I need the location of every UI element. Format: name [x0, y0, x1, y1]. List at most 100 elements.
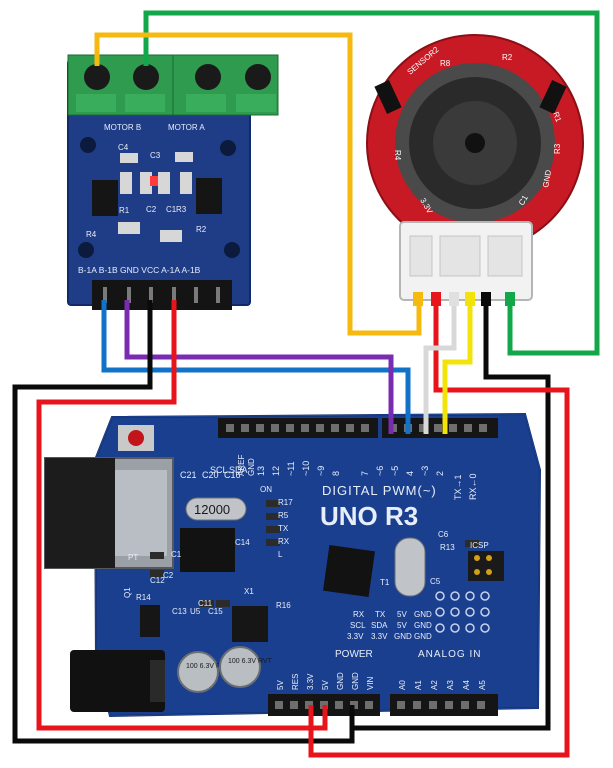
driver-header — [92, 280, 232, 310]
hall-sensor — [374, 80, 402, 114]
svg-text:C16: C16 — [224, 470, 241, 480]
svg-text:VIN: VIN — [366, 676, 375, 690]
icsp-header — [468, 551, 504, 581]
svg-text:~9: ~9 — [316, 466, 326, 476]
usb-chip — [180, 528, 235, 572]
svg-text:R1: R1 — [119, 206, 130, 215]
svg-text:100 6.3V RVT: 100 6.3V RVT — [228, 658, 273, 665]
svg-text:5V: 5V — [321, 680, 330, 690]
mount-hole — [78, 242, 94, 258]
arduino-uno-board: 12000 100 6.3V RVT 100 6.3V RVT — [44, 412, 542, 718]
analog-pin-labels: A0 A1 A2 A3 A4 A5 — [398, 680, 487, 690]
svg-text:5V: 5V — [276, 680, 285, 690]
driver-chip-2 — [196, 178, 222, 214]
svg-text:SDA: SDA — [229, 465, 248, 475]
smd-parts — [150, 500, 479, 607]
digital-label: DIGITAL PWM(~) — [322, 483, 437, 498]
svg-text:TX→1: TX→1 — [453, 474, 463, 500]
svg-text:5V: 5V — [397, 621, 407, 630]
svg-text:C12: C12 — [150, 576, 165, 585]
terminal-block-a — [172, 54, 279, 116]
svg-text:R2: R2 — [502, 53, 513, 62]
encoder-motor: SENSOR2 R2 R1 C1 3.3V GND R4 R3 R8 — [366, 34, 584, 301]
svg-text:GND: GND — [541, 169, 553, 188]
svg-text:A3: A3 — [446, 680, 455, 690]
io-pads — [435, 591, 490, 633]
svg-text:R3: R3 — [176, 205, 187, 214]
svg-text:C15: C15 — [208, 607, 223, 616]
mount-hole — [80, 137, 96, 153]
wires — [12, 10, 600, 758]
svg-text:ON: ON — [260, 485, 272, 494]
svg-text:C2: C2 — [163, 571, 174, 580]
electrolytic-cap-1: 100 6.3V RVT — [177, 651, 231, 693]
svg-text:RX←0: RX←0 — [468, 473, 478, 500]
wire-black-encoder — [349, 300, 551, 731]
svg-text:C3: C3 — [150, 151, 161, 160]
svg-text:X1: X1 — [244, 587, 254, 596]
svg-text:R16: R16 — [276, 601, 291, 610]
svg-text:Q1: Q1 — [123, 587, 132, 598]
encoder-connector — [399, 221, 533, 301]
svg-text:~10: ~10 — [301, 461, 311, 476]
board-title: UNO R3 — [320, 501, 418, 531]
wire-orange — [94, 32, 422, 336]
svg-text:C11: C11 — [198, 599, 213, 608]
serial-labels: RX TX 5V GND SCL SDA 5V GND 3.3V 3.3V GN… — [347, 610, 432, 641]
svg-text:5V: 5V — [397, 610, 407, 619]
driver-chip-1 — [92, 180, 118, 216]
svg-text:C13: C13 — [172, 607, 187, 616]
usb-connector — [44, 457, 174, 569]
svg-text:RX: RX — [353, 610, 365, 619]
svg-text:R5: R5 — [278, 511, 289, 520]
svg-text:R8: R8 — [440, 59, 451, 68]
wire-yellow — [442, 300, 473, 434]
svg-text:A2: A2 — [430, 680, 439, 690]
crystal-12mhz: 12000 — [185, 497, 247, 521]
svg-text:GND: GND — [414, 621, 432, 630]
svg-text:~5: ~5 — [390, 466, 400, 476]
wire-white — [423, 300, 457, 434]
driver-component-labels: C3 C4 C1 C2 R3 R4 R1 R2 — [86, 143, 207, 239]
svg-text:GND: GND — [394, 632, 412, 641]
wire-purple — [124, 300, 394, 434]
mount-hole — [224, 242, 240, 258]
digital-pin-labels: 13 12 ~11 ~10 ~9 8 7 ~6 ~5 4 ~3 2 TX→1 R… — [256, 461, 478, 500]
svg-text:8: 8 — [331, 471, 341, 476]
wire-green — [143, 10, 600, 356]
svg-text:A1: A1 — [414, 680, 423, 690]
regulator — [232, 606, 268, 642]
analog-label: ANALOG IN — [418, 649, 481, 660]
svg-text:TX: TX — [375, 610, 386, 619]
svg-text:GND: GND — [414, 610, 432, 619]
svg-text:C21: C21 — [180, 470, 197, 480]
svg-text:12000: 12000 — [194, 502, 230, 517]
component-labels: C6 R13 ICSP T1 C5 C12 C14 C13 U5 C15 R16… — [123, 530, 489, 616]
encoder-wire-stubs — [413, 292, 515, 306]
svg-text:~6: ~6 — [375, 466, 385, 476]
svg-text:12: 12 — [271, 466, 281, 476]
svg-text:C1: C1 — [171, 550, 182, 559]
svg-text:SDA: SDA — [371, 621, 388, 630]
wire-blue — [101, 300, 411, 434]
motor-driver-board: MOTOR B MOTOR A C3 C4 C1 C2 R3 R4 R1 R2 … — [67, 54, 279, 310]
electrolytic-cap-2: 100 6.3V RVT — [219, 646, 273, 688]
crystal-16mhz — [394, 537, 426, 597]
led-labels: ON R17 R5 TX RX L — [260, 485, 293, 559]
svg-text:R2: R2 — [196, 225, 207, 234]
svg-text:GND: GND — [247, 458, 256, 476]
svg-text:A5: A5 — [478, 680, 487, 690]
regulator-small — [140, 605, 160, 637]
wire-red-encoder — [308, 300, 570, 758]
svg-text:3.3V: 3.3V — [306, 673, 315, 690]
svg-text:R4: R4 — [393, 150, 402, 161]
svg-text:7: 7 — [360, 471, 370, 476]
svg-text:C4: C4 — [118, 143, 129, 152]
svg-text:R3: R3 — [553, 143, 562, 154]
svg-text:C5: C5 — [430, 577, 441, 586]
motor-b-label: MOTOR B — [104, 123, 141, 132]
svg-text:R17: R17 — [278, 498, 293, 507]
motor-a-label: MOTOR A — [168, 123, 205, 132]
svg-text:SCL: SCL — [210, 465, 228, 475]
